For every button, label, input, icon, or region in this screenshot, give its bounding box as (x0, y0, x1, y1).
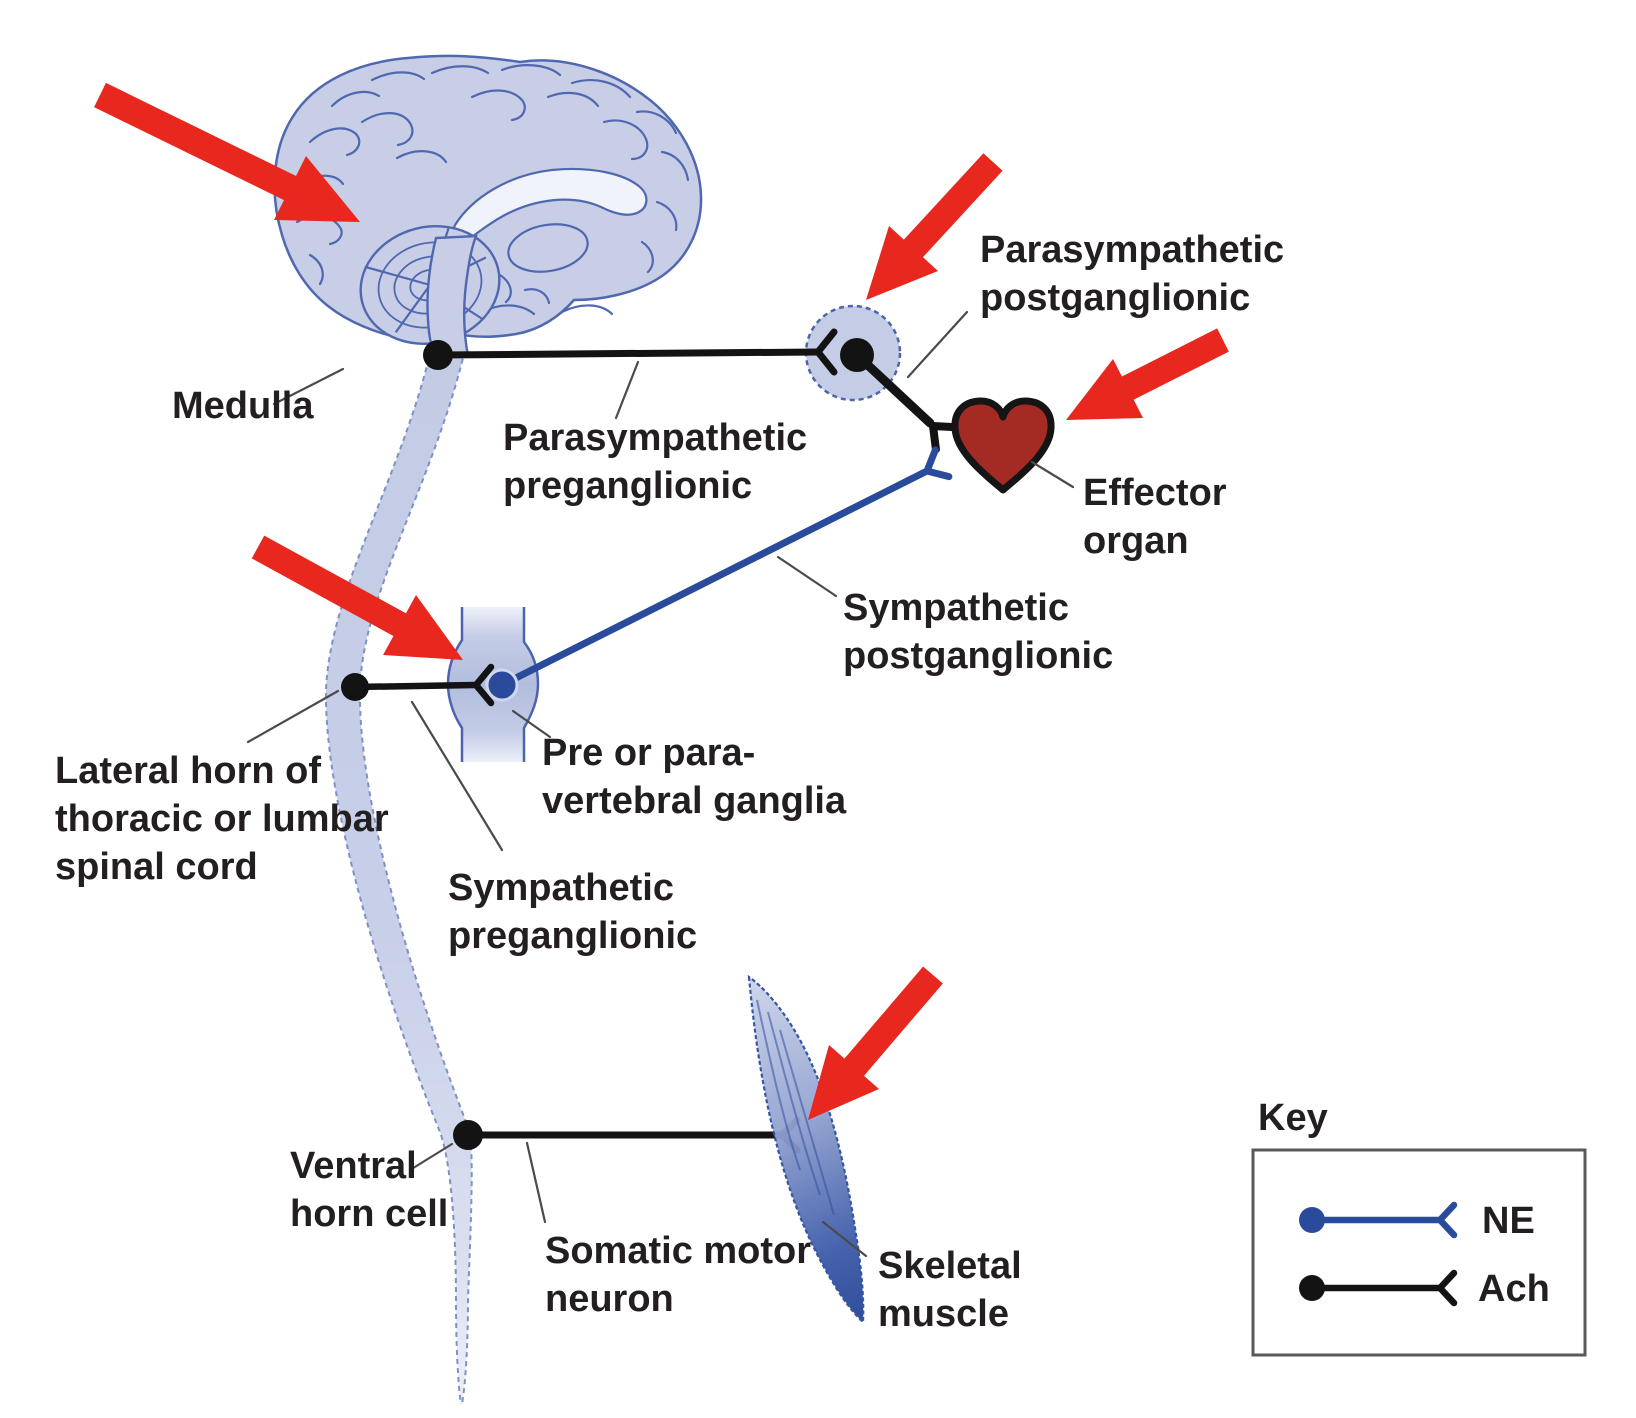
leader-medulla (272, 367, 345, 406)
diagram-labels: Medulla Parasympathetic preganglionic Pa… (55, 229, 1295, 1335)
synapse-fork-at-sympathetic-ganglion (472, 663, 495, 707)
leader-sympathetic-postganglionic (776, 555, 838, 598)
leader-skeletal-muscle (821, 1220, 868, 1258)
synapse-fork-at-heart-black (929, 422, 961, 454)
muscle-fiber-lines (756, 999, 835, 1216)
sympathetic-preganglionic-axon (351, 681, 479, 691)
synapse-fork-at-heart-blue (923, 446, 953, 481)
key-box (1251, 1148, 1587, 1357)
red-arrow-parasympathetic-ganglion-icon (866, 153, 1003, 300)
leader-ventral-horn-cell (408, 1142, 454, 1172)
arrow-head (383, 595, 463, 660)
synapse-fork-at-parasympathetic-ganglion (814, 328, 838, 376)
label-lateral-horn: Lateral horn of thoracic or lumbar spina… (55, 750, 399, 888)
red-arrow-brain-icon (94, 82, 360, 222)
label-parasympathetic-postganglionic: Parasympathetic postganglionic (980, 229, 1295, 319)
leader-parasympathetic-postganglionic (906, 310, 969, 379)
adrenergic-neuron (485, 446, 953, 702)
ganglion-band-right-edge (522, 607, 540, 762)
arrow-head (808, 1045, 879, 1120)
red-arrow-sympathetic-ganglion-icon (251, 535, 463, 660)
arrow-head (866, 226, 938, 300)
arrow-head (274, 156, 360, 222)
label-sympathetic-postganglionic: Sympathetic postganglionic (843, 587, 1113, 677)
leader-prevertebral-ganglia (511, 709, 552, 739)
label-ventral-horn-cell: Ventral horn cell (290, 1145, 448, 1235)
label-parasympathetic-preganglionic: Parasympathetic preganglionic (503, 417, 818, 507)
key-title: Key (1258, 1097, 1328, 1139)
spinal-cord-left-edge (324, 349, 462, 1405)
brain-illustration (273, 54, 703, 358)
thalamus (507, 223, 589, 273)
red-arrow-skeletal-muscle-icon (808, 966, 943, 1120)
legend-key: Key NE Ach (1251, 1097, 1587, 1357)
spinal-cord-right-edge (358, 349, 473, 1405)
leader-somatic-motor-neuron (525, 1141, 547, 1224)
leader-sympathetic-preganglionic (410, 700, 504, 852)
arrow-head (1066, 359, 1143, 420)
parasympathetic-preganglionic-axon (434, 348, 822, 359)
arrow-shaft (251, 535, 411, 639)
leader-parasympathetic-preganglionic (614, 360, 640, 420)
leader-lateral-horn (246, 689, 340, 744)
leader-lines (246, 310, 1075, 1258)
cerebral-gyri-lines (295, 64, 690, 316)
skeletal-muscle-shape (747, 974, 865, 1325)
label-somatic-motor-neuron: Somatic motor neuron (545, 1230, 822, 1320)
label-effector-organ: Effector organ (1083, 472, 1237, 562)
label-medulla: Medulla (172, 385, 314, 427)
sympathetic-postganglionic-axon (498, 468, 929, 689)
label-skeletal-muscle: Skeletal muscle (878, 1245, 1032, 1335)
hypothalamus-lines (498, 273, 551, 305)
red-arrows (94, 82, 1229, 1120)
key-entry-ach: Ach (1299, 1268, 1550, 1310)
label-prevertebral-ganglia: Pre or para- vertebral ganglia (542, 732, 847, 822)
parasympathetic-postganglionic-axon (852, 350, 935, 428)
arrow-shaft (841, 966, 943, 1080)
key-label-ach: Ach (1478, 1268, 1550, 1310)
key-label-ne: NE (1482, 1200, 1535, 1242)
ach-fork-terminal (1436, 1269, 1458, 1307)
heart-icon (951, 397, 1055, 494)
arrow-shaft (901, 153, 1003, 260)
sympathetic-ganglion-soma-dot (485, 668, 519, 702)
label-sympathetic-preganglionic: Sympathetic preganglionic (448, 867, 697, 957)
red-arrow-effector-organ-icon (1066, 328, 1229, 420)
ne-fork-terminal (1436, 1201, 1458, 1239)
leader-effector-organ (1030, 460, 1075, 489)
arrow-shaft (94, 82, 298, 202)
key-entry-ne: NE (1299, 1200, 1535, 1242)
arrow-shaft (1118, 328, 1229, 402)
